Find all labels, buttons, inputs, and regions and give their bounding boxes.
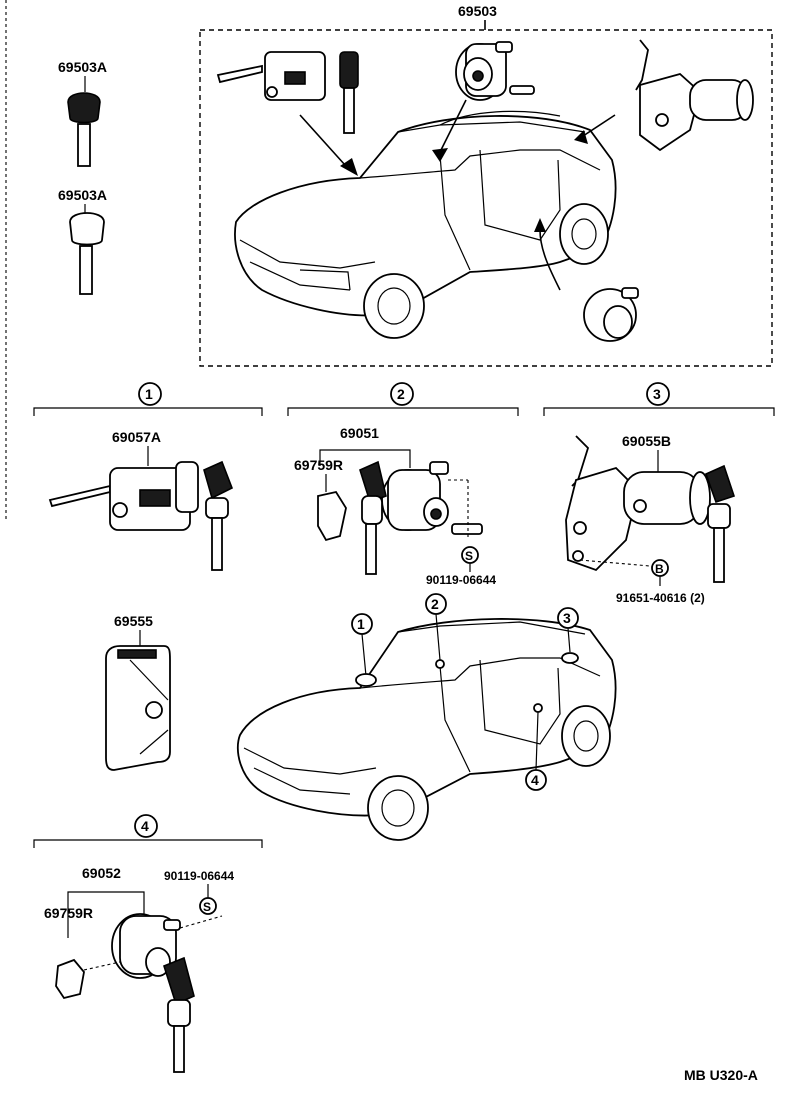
lh-door-screw-marker: S [203, 900, 211, 914]
section-3-marker: 3 [653, 386, 661, 402]
section-1-marker: 1 [145, 386, 153, 402]
section-2-marker: 2 [397, 386, 405, 402]
ignition-cylinder-group: 69057A [48, 429, 234, 571]
key-bottom-label: 69503A [58, 187, 107, 203]
key-top-label: 69503A [58, 59, 107, 75]
key-bottom-group: 69503A [58, 187, 107, 295]
car-illustration-top [234, 110, 617, 339]
hatch-bolt-marker: B [655, 562, 664, 576]
door-screw-marker: S [465, 549, 473, 563]
section-4-marker: 4 [141, 818, 149, 834]
lh-door-cylinder-group: 69052 69759R S 90119-06644 [44, 865, 234, 1073]
diagram-code: MB U320-A [684, 1067, 758, 1083]
key-top-group: 69503A [58, 59, 107, 167]
door-screw-label: 90119-06644 [426, 573, 496, 587]
lock-set-label: 69503 [458, 3, 497, 19]
car-marker-3: 3 [563, 610, 571, 626]
door-clip-label: 69759R [294, 457, 343, 473]
car-marker-1: 1 [357, 616, 365, 632]
section-2-header: 2 [287, 382, 519, 416]
door-cylinder-label: 69051 [340, 425, 379, 441]
key-plate-group: 69555 [105, 613, 171, 771]
door-cylinder-top [432, 41, 535, 162]
hatch-cylinder-label: 69055B [622, 433, 671, 449]
hatch-bolt-label: 91651-40616 (2) [616, 591, 705, 605]
door-cylinder-group: 69051 69759R S 90119-06644 [294, 425, 496, 587]
lh-door-screw-label: 90119-06644 [164, 869, 234, 883]
section-3-header: 3 [543, 382, 775, 416]
car-illustration-middle: 1 2 3 4 [236, 593, 617, 841]
ignition-lock-top [216, 51, 359, 176]
section-4-header: 4 [33, 814, 263, 848]
car-marker-4: 4 [531, 772, 539, 788]
key-plate-label: 69555 [114, 613, 153, 629]
hatch-cylinder-group: 69055B B 91651-40616 (2) [565, 433, 736, 605]
lock-set-boundary [199, 29, 773, 367]
lock-set-group: 69503 [199, 3, 773, 367]
lh-door-cylinder-label: 69052 [82, 865, 121, 881]
lh-door-clip-label: 69759R [44, 905, 93, 921]
lock-cylinder-bottom [534, 218, 639, 342]
section-1-header: 1 [33, 382, 263, 416]
car-marker-2: 2 [431, 596, 439, 612]
hatch-cylinder-top [574, 39, 754, 152]
ignition-cylinder-label: 69057A [112, 429, 161, 445]
